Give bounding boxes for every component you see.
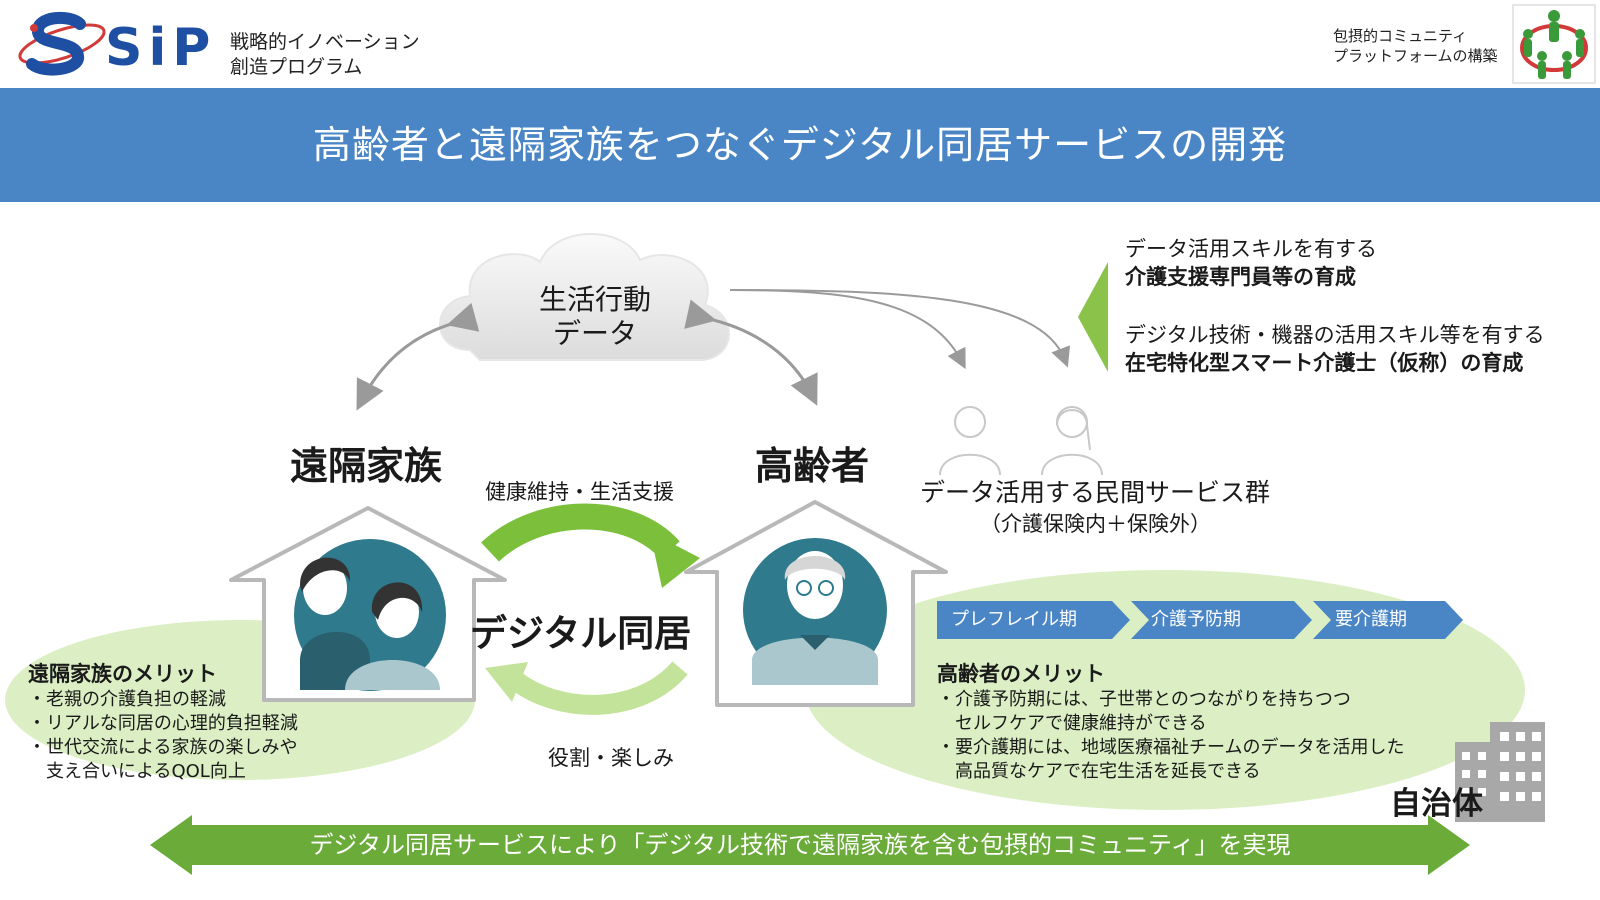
header-right-line2: プラットフォームの構築: [1333, 47, 1498, 65]
logo-subtitle-line1: 戦略的イノベーション: [230, 31, 420, 53]
cycle-arrow-top: [481, 503, 680, 562]
title-bar: [0, 88, 1600, 202]
training-triangle: [1078, 262, 1108, 372]
family-merit-item: 支え合いによるQOL向上: [28, 761, 246, 782]
bottom-banner-arrow: [150, 815, 1470, 875]
header-right-line1: 包摂的コミュニティ: [1333, 27, 1468, 45]
stage-care: 要介護期: [1335, 609, 1407, 630]
elderly-merit-item: ・要介護期には、地域医療福祉チームのデータを活用した: [937, 737, 1405, 758]
cloud-family-arrow: [356, 302, 480, 411]
center-bottom-label: 役割・楽しみ: [548, 746, 674, 770]
family-merit-item: ・世代交流による家族の楽しみや: [28, 737, 298, 758]
elderly-merit-item: セルフケアで健康維持ができる: [937, 713, 1207, 734]
cycle-arrow-bottom: [508, 661, 688, 715]
family-merit-item: ・リアルな同居の心理的負担軽減: [28, 713, 298, 734]
stage-prefrail: プレフレイル期: [951, 609, 1077, 630]
page-title: 高齢者と遠隔家族をつなぐデジタル同居サービスの開発: [312, 123, 1288, 167]
cloud-services-arrow-1: [729, 289, 966, 370]
cycle-arrow-bottom-head: [485, 662, 528, 702]
remote-family-label: 遠隔家族: [290, 444, 443, 488]
family-merits: 遠隔家族のメリット ・老親の介護負担の軽減 ・リアルな同居の心理的負担軽減 ・世…: [28, 660, 298, 784]
elderly-merit-item: ・介護予防期には、子世帯とのつながりを持ちつつ: [937, 689, 1351, 710]
cloud-label-line2: データ: [552, 317, 637, 350]
elderly-merit-title: 高齢者のメリット: [937, 662, 1105, 686]
community-icon: [1512, 4, 1596, 84]
stage-1-shape: [937, 601, 1130, 639]
training-item1-line1: データ活用スキルを有する: [1125, 237, 1377, 261]
sip-logo-icon: [18, 11, 106, 76]
center-top-label: 健康維持・生活支援: [485, 480, 674, 504]
service-staff-icons: [939, 406, 1103, 476]
stage-prevention: 介護予防期: [1151, 609, 1241, 630]
family-merit-item: ・老親の介護負担の軽減: [28, 689, 226, 710]
cloud-services-arrow-2: [729, 289, 1070, 368]
elderly-portrait-icon: [743, 538, 887, 685]
cloud-label-line1: 生活行動: [538, 283, 651, 316]
training-item1-line2: 介護支援専門員等の育成: [1125, 265, 1356, 289]
logo-subtitle-line2: 創造プログラム: [230, 56, 363, 78]
training-item2-line1: デジタル技術・機器の活用スキル等を有する: [1125, 323, 1545, 347]
stage-3-shape: [1313, 601, 1463, 639]
logo-text: SiP: [105, 18, 217, 78]
elderly-merit-item: 高品質なケアで在宅生活を延長できる: [937, 761, 1261, 782]
family-portrait-icon: [294, 539, 446, 691]
center-main-label: デジタル同居: [470, 612, 692, 655]
municipality-label: 自治体: [1390, 786, 1483, 822]
training-item2-line2: 在宅特化型スマート介護士（仮称）の育成: [1125, 351, 1524, 375]
elderly-label: 高齢者: [755, 444, 870, 488]
services-line2: （介護保険内＋保険外）: [980, 512, 1211, 536]
stage-2-shape: [1131, 601, 1312, 639]
cycle-arrow-top-head: [650, 532, 700, 588]
bottom-banner-text: デジタル同居サービスにより「デジタル技術で遠隔家族を含む包摂的コミュニティ」を実…: [309, 831, 1291, 859]
family-merit-title: 遠隔家族のメリット: [28, 662, 217, 686]
services-line1: データ活用する民間サービス群: [920, 478, 1271, 507]
elderly-merits: 高齢者のメリット ・介護予防期には、子世帯とのつながりを持ちつつ セルフケアで健…: [937, 660, 1404, 784]
cloud-elderly-arrow: [684, 299, 818, 406]
